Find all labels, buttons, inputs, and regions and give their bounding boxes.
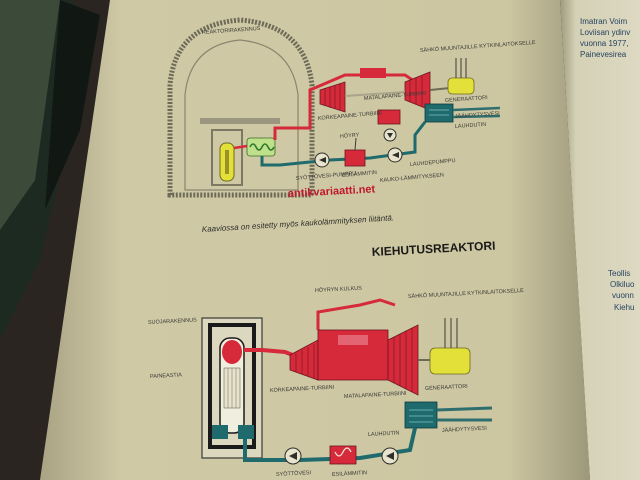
section-title: KIEHUTUSREAKTORI (371, 239, 495, 259)
book-cover-green (0, 0, 60, 230)
label-preheater: ESILÄMMITIN (332, 469, 367, 478)
generator (429, 347, 471, 375)
steam-crossover (316, 298, 396, 330)
book-page (40, 0, 590, 480)
right-lower-line-4: Kiehu (614, 303, 634, 312)
steam-bleed (354, 137, 357, 151)
grid-lines (455, 58, 467, 78)
right-upper-line-4: Painevesirea (580, 50, 627, 59)
inner-wall (184, 39, 299, 191)
containment-wall (208, 323, 256, 449)
pump-arrow-icon-2 (386, 452, 394, 460)
reactor-core (225, 150, 229, 174)
containment-building (167, 17, 315, 198)
floor-slab (200, 118, 280, 124)
cooling-water-lines (436, 406, 493, 422)
pump-arrow-icon-3 (387, 133, 393, 138)
generator (447, 77, 475, 95)
district-heat-exchanger (377, 109, 401, 125)
steam-generator (246, 137, 276, 157)
label-cooling-water: JÄÄHDYTYSVESI (455, 110, 501, 120)
primary-loop (233, 144, 248, 150)
right-upper-line-2: Loviisan ydinv (580, 28, 630, 37)
label-feedwater: SYÖTTÖVESI (276, 469, 312, 478)
pump-arrow-icon-2 (392, 152, 399, 158)
label-lp-turbine: MATALAPAINE-TURBIINI (344, 391, 407, 400)
bottom-diagram: SUOJARAKENNUS PAINEASTIA HÖYRYN KULKUS K… (148, 285, 524, 478)
pump-arrow-icon (289, 452, 297, 460)
steam-line (273, 73, 421, 140)
label-steam: HÖYRYN KULKUS (315, 285, 363, 294)
low-pressure-turbine (387, 324, 419, 396)
label-condenser: LAUHDUTIN (455, 122, 487, 130)
label-lp-turbine: MATALAPAINE-TURBIINI (364, 91, 427, 102)
preheater-coil (334, 447, 352, 457)
right-upper-line-3: vuonna 1977, (580, 39, 629, 48)
reactor-shield (211, 129, 243, 186)
label-condensate-pump: LAUHDEPUMPPU (410, 158, 456, 168)
condenser (404, 401, 438, 429)
right-lower-line-3: vuonn (612, 291, 634, 300)
right-page-text: Imatran Voim Loviisan ydinv vuonna 1977,… (580, 17, 635, 312)
condenser (424, 103, 454, 123)
cooling-water-lines (452, 106, 501, 119)
grid-lines (444, 318, 458, 348)
right-page (560, 0, 640, 480)
label-containment: SUOJARAKENNUS (148, 317, 197, 326)
label-cooling-water: JÄÄHDYTYSVESI (442, 425, 488, 434)
pump-arrow-icon (319, 157, 326, 163)
preheater (344, 149, 366, 167)
right-lower-line-2: Olkiluo (610, 280, 635, 289)
label-hp-turbine: KORKEAPAINE-TURBIINI (318, 110, 383, 122)
label-steam: HÖYRY (340, 131, 360, 140)
reheater-inner (338, 335, 368, 345)
label-condenser: LAUHDUTIN (368, 430, 400, 438)
suppression-pool-right (238, 425, 254, 439)
suppression-pool-left (212, 425, 228, 439)
label-generator: GENERAATTORI (425, 384, 469, 392)
book-spine (45, 0, 100, 210)
steam-valve (360, 68, 386, 78)
generator-shaft (429, 87, 451, 91)
label-generator: GENERAATTORI (445, 95, 489, 104)
turbine-shaft (344, 91, 406, 97)
label-reactor-building: REAKTORIRAKENNUS (202, 26, 261, 36)
label-preheater: ESILÄMMITIN (342, 169, 378, 179)
right-upper-line-1: Imatran Voim (580, 17, 627, 26)
right-lower-line-1: Teollis (608, 269, 630, 278)
high-pressure-turbine (319, 81, 346, 113)
label-pressure-vessel: PAINEASTIA (150, 372, 183, 380)
preheater (329, 445, 357, 465)
watermark: antikvariaatti.net (288, 183, 376, 200)
steam-dome (222, 340, 242, 364)
label-hp-turbine: KORKEAPAINE-TURBIINI (270, 385, 335, 394)
